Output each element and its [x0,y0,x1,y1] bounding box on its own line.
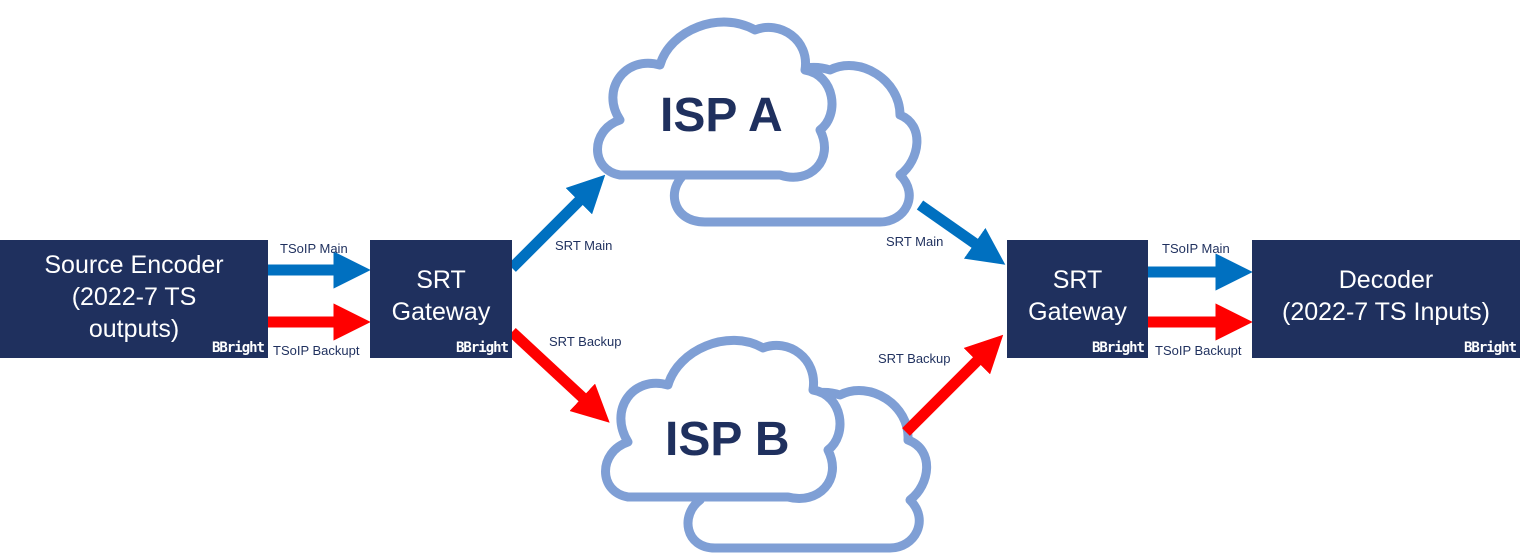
decoder-line-2: (2022-7 TS Inputs) [1282,298,1490,326]
srt-gateway-left-box: SRT Gateway BBright [370,240,512,358]
srt-gateway-right-line-1: SRT [1052,266,1103,294]
srt-backup-label-left: SRT Backup [549,334,622,349]
bbright-logo: BBright [1463,340,1517,356]
tsoip-backup-label-left: TSoIP Backupt [273,343,360,358]
srt-backup-arrow-left [508,327,610,423]
bbright-logo: BBright [1091,340,1145,356]
decoder-box: Decoder (2022-7 TS Inputs) BBright [1252,240,1520,358]
tsoip-backup-label-right: TSoIP Backupt [1155,343,1242,358]
srt-main-arrow-left [508,174,606,272]
decoder-line-1: Decoder [1338,266,1434,294]
srt-gateway-left-line-2: Gateway [391,298,491,326]
source-encoder-line-1: Source Encoder [44,251,224,279]
srt-backup-label-right: SRT Backup [878,351,951,366]
isp-b-cloud-icon [601,335,932,553]
srt-gateway-right-line-2: Gateway [1028,298,1127,326]
source-encoder-box: Source Encoder (2022-7 TS outputs) BBrig… [0,240,268,358]
srt-gateway-right-box: SRT Gateway BBright [1007,240,1148,358]
tsoip-main-label-left: TSoIP Main [280,241,348,256]
isp-a-label: ISP A [660,89,783,142]
isp-a-cloud-icon [593,17,922,227]
srt-backup-arrow-right [902,334,1004,436]
tsoip-main-label-right: TSoIP Main [1162,241,1230,256]
isp-b-label: ISP B [665,413,790,466]
srt-main-label-right: SRT Main [886,234,944,249]
bbright-logo: BBright [211,340,265,356]
source-encoder-line-3: outputs) [88,315,180,343]
srt-main-label-left: SRT Main [555,238,613,253]
srt-gateway-left-line-1: SRT [416,266,466,294]
srt-main-arrow-right [916,200,1006,265]
bbright-logo: BBright [455,340,509,356]
source-encoder-line-2: (2022-7 TS [71,283,197,311]
